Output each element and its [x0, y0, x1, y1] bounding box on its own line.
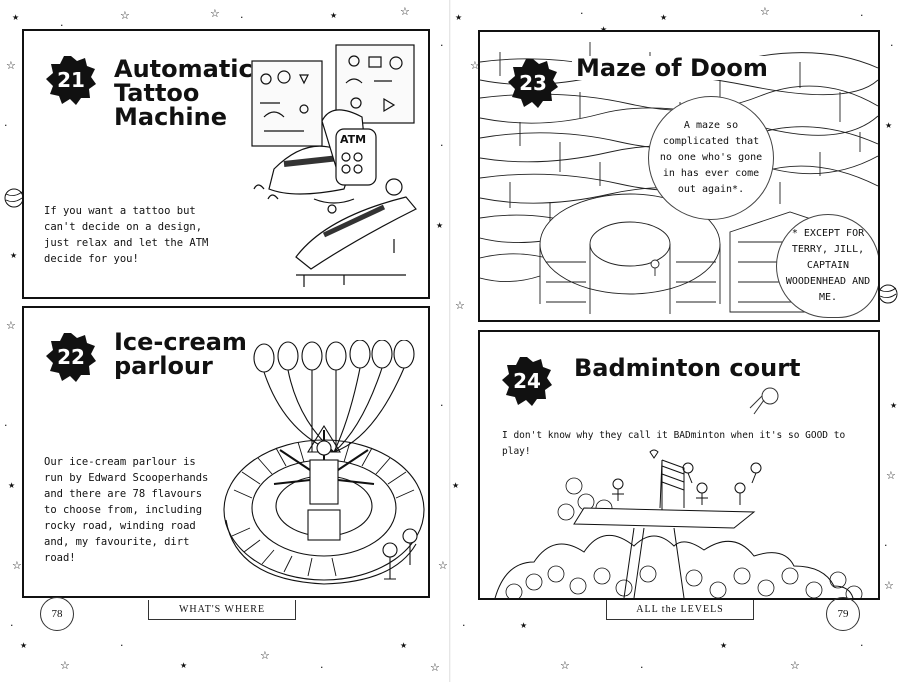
star-doodle-icon: ★	[10, 251, 18, 260]
entry-22-badge: 22	[44, 330, 98, 384]
star-doodle-icon: ★	[330, 11, 338, 20]
entry-21-body: If you want a tattoo but can't decide on…	[44, 205, 209, 265]
star-doodle-icon: ☆	[6, 59, 16, 72]
ink-splat-badge-icon	[502, 357, 552, 406]
star-doodle-icon: ☆	[6, 319, 16, 332]
star-doodle-icon: ★	[452, 481, 460, 490]
star-doodle-icon: ☆	[886, 469, 896, 482]
tattoo-machine-illustration: ATM	[251, 44, 417, 287]
entry-21-badge: 21	[44, 53, 98, 107]
star-doodle-icon: ☆	[210, 7, 220, 20]
right-page-number: 79	[826, 597, 860, 631]
entry-23-panel: 23 Maze of Doom A maze so complicated th…	[478, 30, 880, 322]
star-doodle-icon: ★	[455, 13, 463, 22]
left-page-number: 78	[40, 597, 74, 631]
atm-sign: ATM	[340, 133, 366, 146]
star-doodle-icon: ☆	[455, 299, 465, 312]
star-doodle-icon: ★	[12, 13, 20, 22]
star-doodle-icon: ·	[640, 661, 644, 674]
star-doodle-icon: ·	[860, 639, 864, 652]
badminton-court-illustration	[494, 449, 863, 598]
star-doodle-icon: ★	[520, 621, 528, 630]
star-doodle-icon: ·	[60, 19, 64, 32]
right-page-footer: ALL the LEVELS	[606, 600, 754, 620]
star-doodle-icon: ★	[8, 481, 16, 490]
star-doodle-icon: ★	[660, 13, 668, 22]
ice-cream-parlour-illustration	[223, 340, 425, 585]
star-doodle-icon: ☆	[470, 59, 480, 72]
entry-21-number: 21	[57, 68, 85, 92]
star-doodle-icon: ★	[436, 221, 444, 230]
star-doodle-icon: ★	[20, 641, 28, 650]
entry-22-body: Our ice-cream parlour is run by Edward S…	[44, 456, 209, 564]
star-doodle-icon: ☆	[12, 559, 22, 572]
star-doodle-icon: ☆	[438, 559, 448, 572]
star-doodle-icon: ★	[890, 401, 898, 410]
star-doodle-icon: ·	[440, 139, 444, 152]
entry-23-title: Maze of Doom	[572, 56, 780, 80]
ink-splat-badge-icon	[508, 59, 558, 108]
maze-footnote-bubble: * EXCEPT FOR TERRY, JILL, CAPTAIN WOODEN…	[776, 214, 878, 318]
star-doodle-icon: ☆	[884, 579, 894, 592]
entry-21-panel: 21 Automatic Tattoo Machine If you want …	[22, 29, 430, 299]
star-doodle-icon: ·	[580, 7, 584, 20]
entry-24-body: I don't know why they call it BADminton …	[502, 430, 846, 457]
star-doodle-icon: ·	[884, 539, 888, 552]
left-page-footer: WHAT'S WHERE	[148, 600, 296, 620]
entry-23-badge: 23	[506, 56, 560, 110]
star-doodle-icon: ·	[462, 619, 466, 632]
entry-24-title: Badminton court	[574, 354, 801, 382]
star-doodle-icon: ☆	[260, 649, 270, 662]
star-doodle-icon: ·	[10, 619, 14, 632]
star-doodle-icon: ★	[600, 24, 607, 35]
star-doodle-icon: ☆	[400, 5, 410, 18]
star-doodle-icon: ★	[400, 641, 408, 650]
star-doodle-icon: ★	[885, 121, 893, 130]
ink-splat-badge-icon	[46, 333, 96, 382]
star-doodle-icon: ☆	[790, 659, 800, 672]
star-doodle-icon: ·	[120, 639, 124, 652]
entry-24-badge: 24	[500, 354, 554, 408]
entry-22-title: Ice-cream parlour	[114, 328, 247, 380]
shuttlecock-doodle-icon	[749, 387, 779, 415]
star-doodle-icon: ★	[720, 641, 728, 650]
star-doodle-icon: ·	[890, 39, 894, 52]
star-doodle-icon: ☆	[430, 661, 440, 674]
ink-splat-badge-icon	[46, 56, 96, 105]
star-doodle-icon: ·	[860, 9, 864, 22]
star-doodle-icon: ·	[440, 39, 444, 52]
entry-23-number: 23	[519, 71, 547, 95]
star-doodle-icon: ☆	[120, 9, 130, 22]
star-doodle-icon: ☆	[60, 659, 70, 672]
planet-doodle-icon	[880, 284, 898, 304]
star-doodle-icon: ★	[180, 661, 188, 670]
star-doodle-icon: ☆	[560, 659, 570, 672]
star-doodle-icon: ·	[320, 661, 324, 674]
star-doodle-icon: ☆	[760, 5, 770, 18]
entry-21-title: Automatic Tattoo Machine	[114, 55, 253, 131]
entry-24-panel: 24 Badminton court I don't know why they…	[478, 330, 880, 600]
entry-22-panel: 22 Ice-cream parlour Our ice-cream parlo…	[22, 306, 430, 598]
entry-24-number: 24	[513, 369, 541, 393]
maze-speech-bubble: A maze so complicated that no one who's …	[648, 96, 774, 220]
entry-22-number: 22	[57, 345, 85, 369]
planet-doodle-icon	[4, 188, 22, 208]
star-doodle-icon: ·	[440, 399, 444, 412]
star-doodle-icon: ·	[4, 419, 8, 432]
page-gutter	[449, 0, 451, 682]
star-doodle-icon: ·	[4, 119, 8, 132]
star-doodle-icon: ·	[240, 11, 244, 24]
